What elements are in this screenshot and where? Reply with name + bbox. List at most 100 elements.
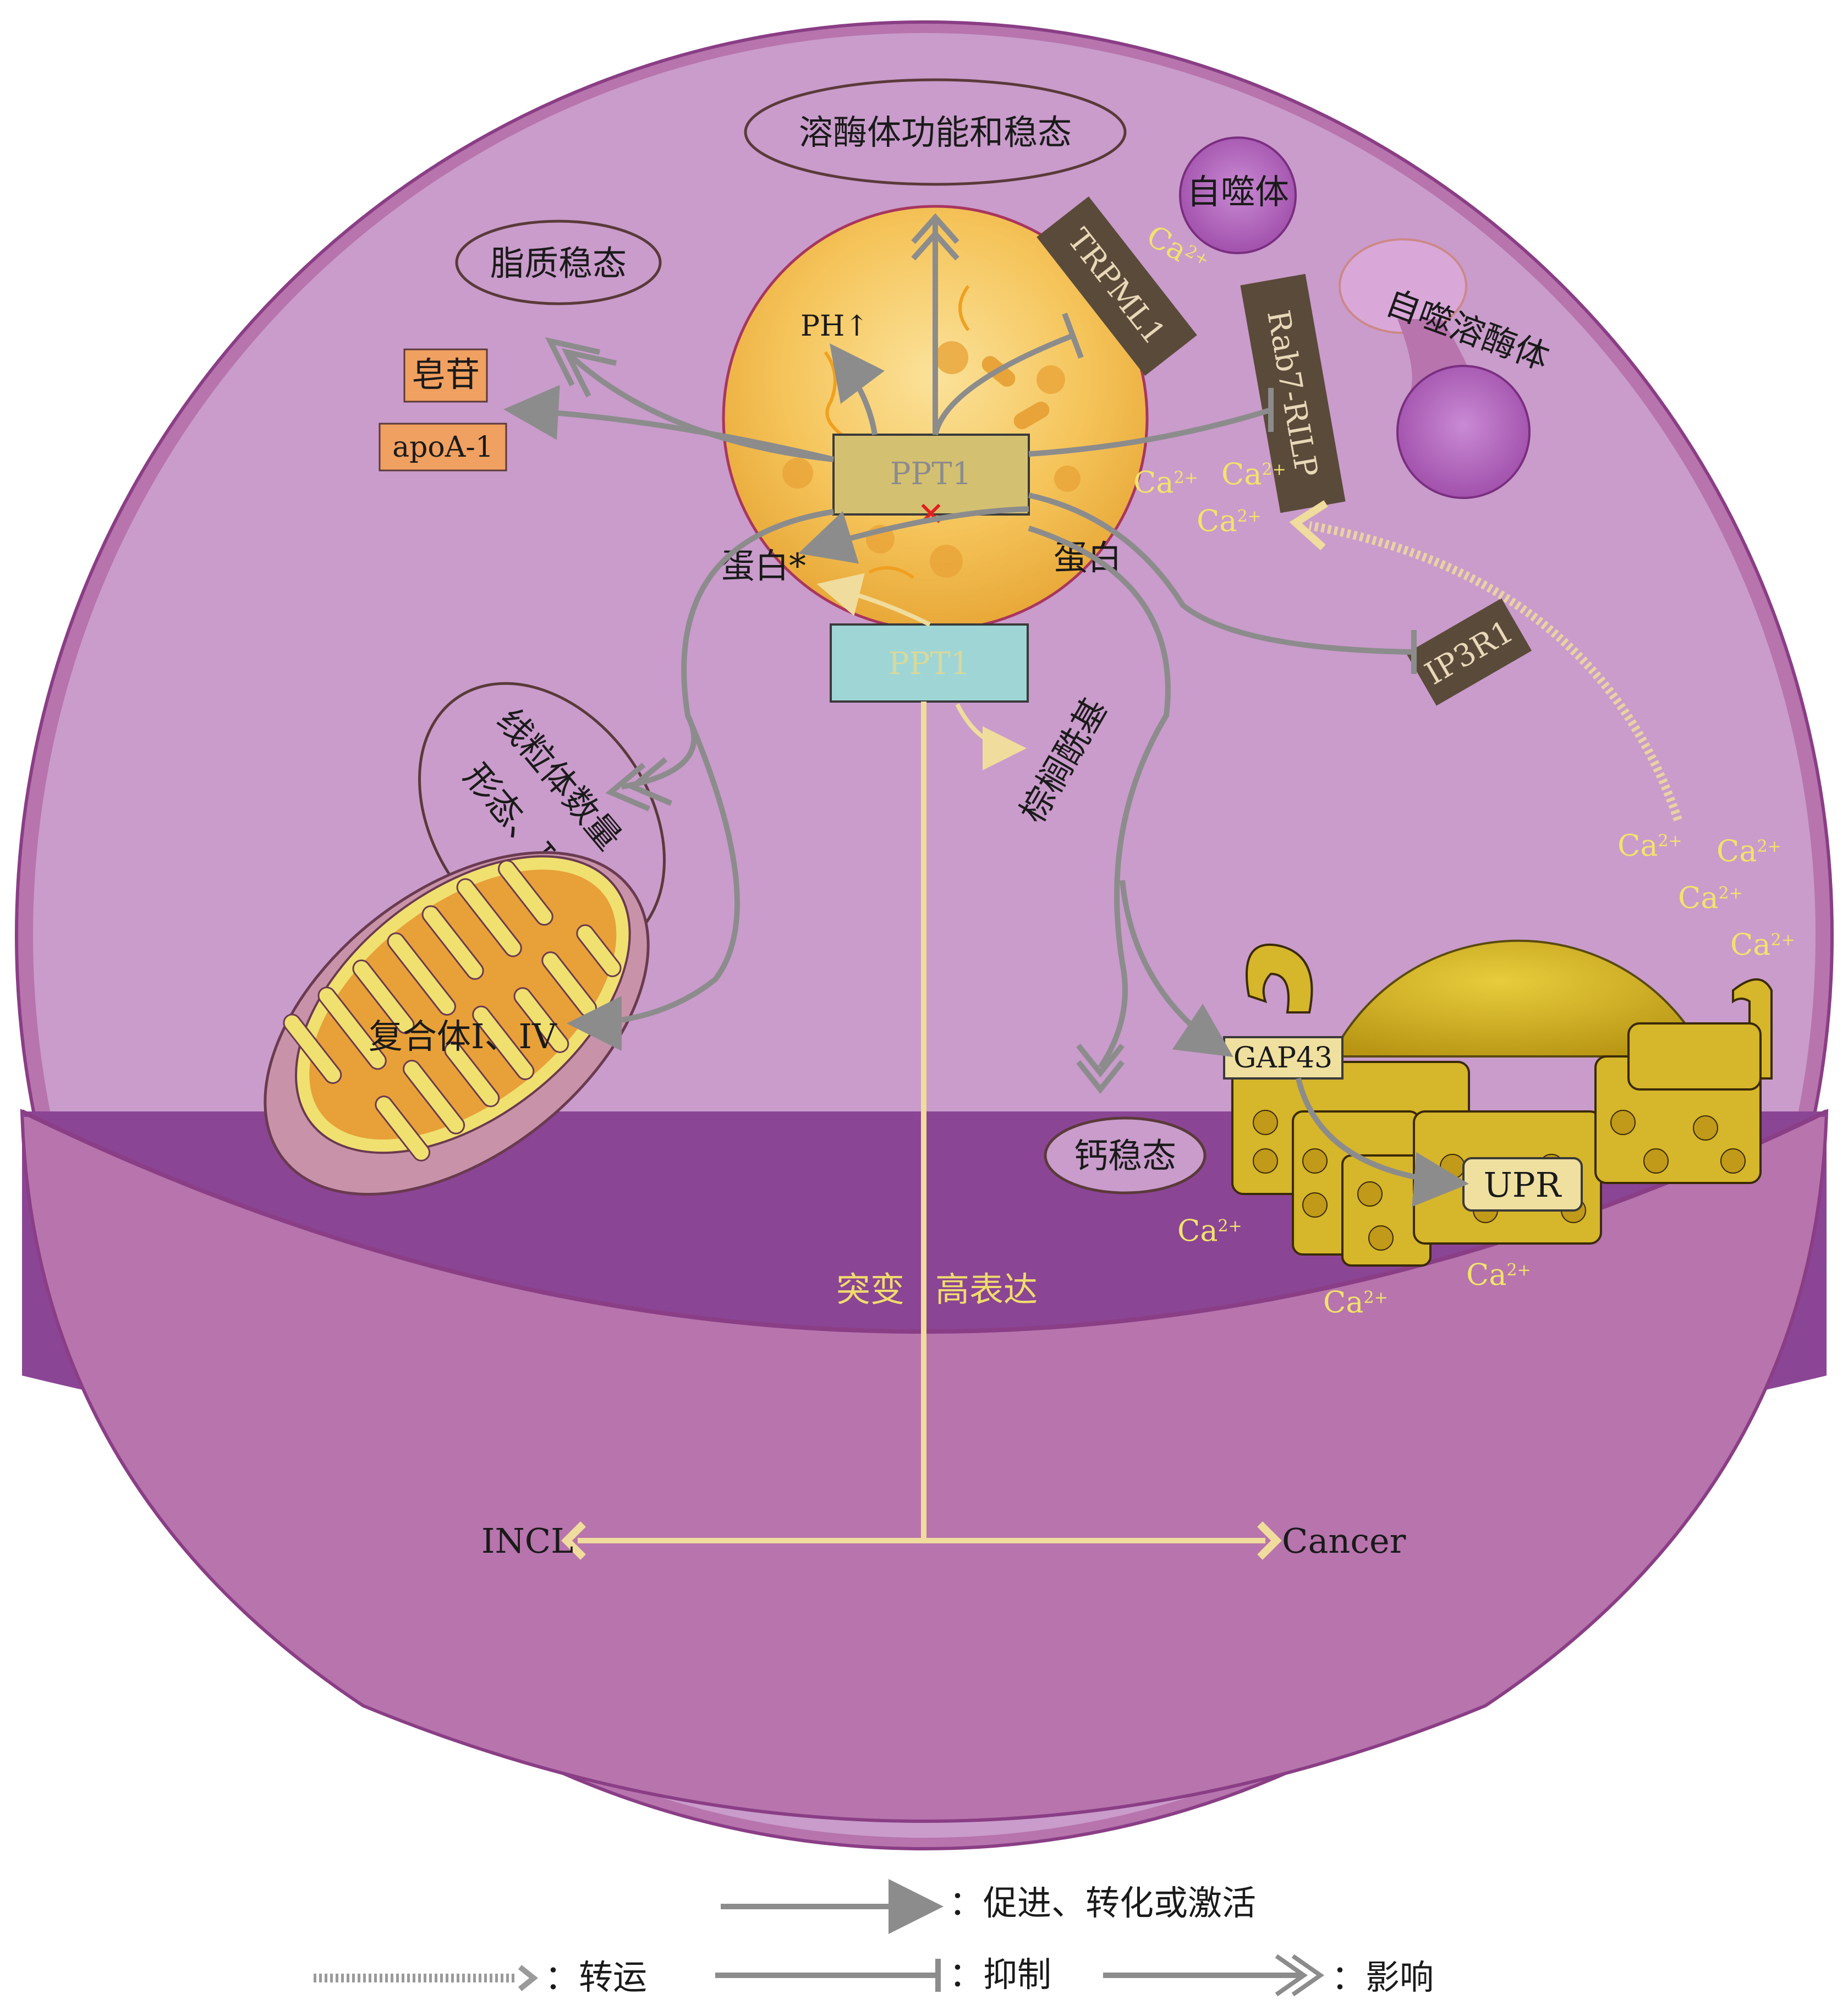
ca-ion: Ca2+ (1678, 880, 1743, 915)
autophagosome-body (1179, 136, 1297, 254)
gap43-box: GAP43 (1223, 1036, 1343, 1080)
ca-ion: Ca2+ (1221, 457, 1286, 491)
inhibit-trpml1 (933, 333, 1074, 436)
legend-influence: ：影响 (1103, 1954, 1434, 1997)
calcium-homeostasis-ellipse (1044, 1116, 1207, 1195)
arrow-ppt1-to-lysosome (816, 573, 931, 627)
ppt1-cytosol-rect (830, 623, 1029, 703)
lysosome-particle (1013, 402, 1050, 429)
ca-ion: Ca2+ (1730, 927, 1795, 962)
lysosome-function-ellipse (744, 78, 1127, 186)
arrow-ppt1-palmitoyl (955, 703, 1027, 770)
expression-pathway: INCL Cancer 突变 高表达 (481, 702, 1406, 1561)
arrow-to-mito-function-head (605, 757, 672, 812)
ph-label: PH↑ (800, 310, 869, 343)
calcium-ions: Ca2+ Ca2+ Ca2+ Ca2+ Ca2+ Ca2+ Ca2+ Ca2+ … (1133, 457, 1795, 1319)
mito-cristae (283, 859, 622, 1162)
lipid-homeostasis-label: 脂质稳态 (490, 243, 627, 283)
ppt1-lysosome-label: PPT1 (890, 456, 972, 492)
legend-transport-label: ：转运 (545, 1957, 647, 1997)
lysosome-vesicle (782, 458, 813, 489)
legend-transport: ：转运 (314, 1957, 647, 1997)
ppt1-cytosol-box: PPT1 (830, 623, 1029, 703)
inhibit-trpml1-bar (1062, 313, 1084, 359)
nucleus-dome (1329, 939, 1708, 1058)
mito-matrix (309, 869, 617, 1140)
incl-arrowhead (561, 1521, 586, 1560)
saposin-box: 皂苷 (403, 348, 488, 403)
lipid-homeostasis-node: 脂质稳态 (455, 220, 662, 305)
trpml1-rect (1037, 196, 1197, 376)
ip3r1-rect (1406, 598, 1532, 706)
arrow-ph (830, 343, 885, 435)
endoplasmic-reticulum (1231, 943, 1773, 1267)
mutation-label: 突变 (836, 1269, 904, 1310)
upr-label: UPR (1484, 1165, 1562, 1205)
ca-ion: Ca2+ (1466, 1257, 1531, 1292)
lysosome-fiber (958, 285, 970, 331)
lysosome-function-label: 溶酶体功能和稳态 (799, 112, 1072, 152)
apoa1-label: apoA-1 (392, 431, 493, 464)
gap43-label: GAP43 (1233, 1042, 1332, 1075)
autophagosome: 自噬体 (1179, 136, 1297, 254)
legend: ：促进、转化或激活 ：转运 ：抑制 ：影响 (314, 1879, 1434, 1997)
lipid-homeostasis-ellipse (455, 220, 662, 305)
arrow-to-gap43 (1120, 880, 1233, 1058)
inhibit-rab7 (1028, 407, 1272, 457)
saposin-label: 皂苷 (412, 354, 480, 395)
nucleus (1329, 939, 1708, 1058)
saposin-rect (403, 348, 488, 403)
legend-inhibit-label: ：抑制 (949, 1954, 1051, 1995)
lysosome-function-node: 溶酶体功能和稳态 (744, 78, 1127, 186)
calcium-homeostasis-node: 钙稳态 (1044, 1116, 1207, 1195)
arrow-to-lipid (564, 350, 834, 462)
arrow-gap43-upr (1296, 1077, 1469, 1207)
yellow-arrows (816, 500, 1682, 821)
cancer-label: Cancer (1282, 1521, 1406, 1561)
apoa1-box: apoA-1 (379, 423, 507, 472)
lysosome-fiber (868, 566, 914, 579)
ppt1-cytosol-label: PPT1 (889, 646, 970, 682)
complex-label: 复合体I、IV (369, 1016, 557, 1056)
transport-ca-dotted (1308, 521, 1682, 821)
legend-influence-label: ：影响 (1331, 1957, 1434, 1997)
autolysosome-bottom (1396, 365, 1531, 499)
arrow-to-mito-function (621, 509, 834, 790)
cancer-arrowhead (1257, 1521, 1282, 1560)
lysosome-vesicle (935, 341, 968, 374)
ca-ion: Ca2+ (1133, 465, 1198, 500)
overexpression-label: 高表达 (935, 1269, 1038, 1310)
legend-inhibit: ：抑制 (715, 1954, 1051, 1995)
gap43-rect (1223, 1036, 1343, 1080)
ppt1-lysosome-box: PPT1 (832, 434, 1030, 516)
er-sheet (1627, 1022, 1762, 1091)
ca-ion: Ca2+ (1197, 503, 1262, 538)
rab7-rilp-rect (1240, 273, 1346, 513)
incl-label: INCL (481, 1521, 573, 1561)
ca-ion: Ca2+ (1717, 834, 1781, 868)
transport-ca-head (1289, 500, 1328, 551)
ca-ion: Ca2+ (1617, 828, 1682, 863)
apoa1-rect (379, 423, 507, 472)
lysosome-vesicle (1054, 465, 1081, 492)
arrow-to-calcium-head (1076, 1043, 1125, 1094)
arrow-to-complex (567, 714, 740, 1051)
lysosome-vesicle (1037, 365, 1065, 394)
inhibit-ip3r1 (1028, 492, 1414, 655)
ca-ion: Ca2+ (1177, 1213, 1242, 1248)
rab7-rilp-box: Rab7-RILP (1240, 273, 1346, 513)
er-left-curl (1246, 943, 1313, 1014)
arrow-to-saposin (503, 385, 835, 462)
pathway-arrows (503, 213, 1469, 1207)
legend-promote: ：促进、转化或激活 (721, 1879, 1256, 1934)
legend-influence-head (1275, 1954, 1324, 1997)
legend-transport-head (518, 1965, 539, 1991)
arrow-to-lysosome-function-head (911, 213, 959, 261)
arrow-to-calcium (1028, 525, 1171, 1069)
cross-mark: ✕ (917, 495, 945, 534)
arrow-to-lipid-head (545, 337, 617, 398)
arrow-protein-star (798, 506, 1029, 564)
upr-box: UPR (1462, 1157, 1583, 1212)
mitochondrion (264, 851, 650, 1196)
